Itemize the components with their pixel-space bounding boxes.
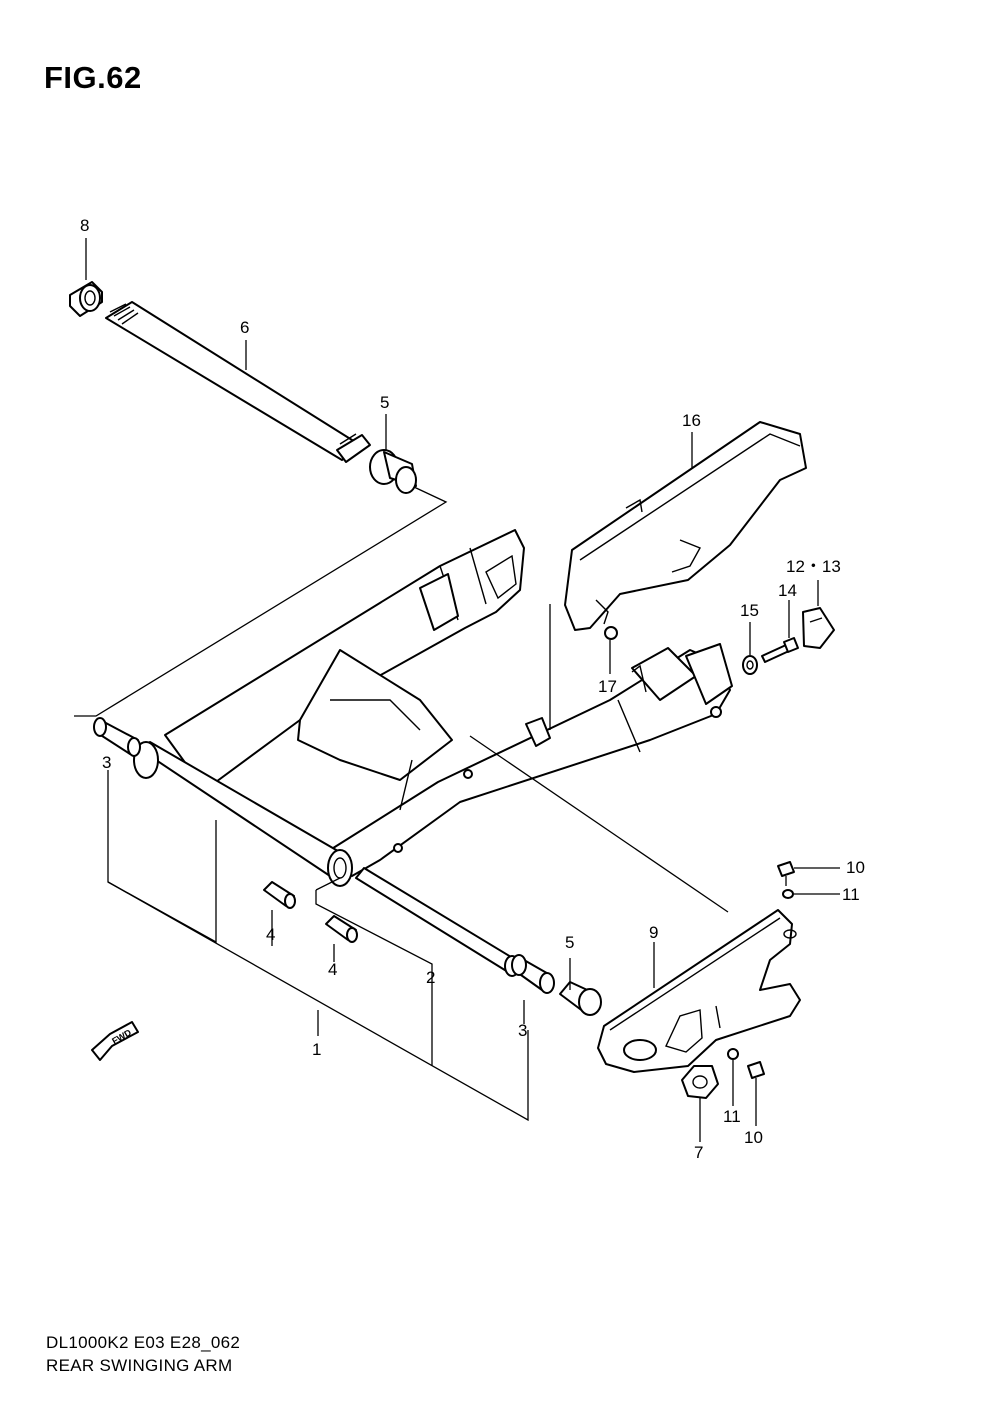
callout-1: 1	[312, 1040, 321, 1059]
part-3-bearing-right	[511, 954, 555, 994]
callout-9: 9	[649, 923, 658, 942]
part-14-bolt	[761, 600, 799, 663]
part-10-bolt-upper	[777, 861, 840, 886]
callout-12-13: 12・13	[786, 557, 841, 576]
callout-14: 14	[778, 581, 797, 600]
callout-7: 7	[694, 1143, 703, 1162]
callout-5: 5	[565, 933, 574, 952]
part-5-collar-lower	[559, 981, 602, 1016]
part-10-bolt-lower	[747, 1061, 765, 1126]
callout-16: 16	[682, 411, 701, 430]
callout-17: 17	[598, 677, 617, 696]
part-5-collar-upper	[369, 449, 417, 494]
part-4-bushing-a	[263, 881, 296, 909]
part-2-spacer	[355, 867, 520, 977]
callout-2: 2	[426, 968, 435, 987]
figure-title: FIG.62	[44, 60, 142, 95]
callout-8: 8	[80, 216, 89, 235]
diagram-name: REAR SWINGING ARM	[46, 1356, 233, 1375]
callout-3: 3	[518, 1021, 527, 1040]
callout-15: 15	[740, 601, 759, 620]
part-6-pivot-shaft	[105, 301, 371, 463]
callout-4: 4	[266, 925, 275, 944]
part-12-13-nut	[802, 580, 835, 649]
callout-labels: 8 6 5 16 12・13 14 15 17 3 10 11 4 4 9 5 …	[80, 216, 865, 1162]
part-1-swing-arm	[133, 529, 733, 887]
part-11-washer-lower	[727, 1048, 739, 1106]
callout-11: 11	[842, 885, 860, 904]
callout-5: 5	[380, 393, 389, 412]
part-9-bracket	[597, 909, 801, 1073]
part-8-lock-nut	[69, 281, 103, 317]
callout-10: 10	[846, 858, 865, 877]
fwd-arrow-icon: FWD	[91, 1021, 139, 1061]
part-15-washer	[742, 622, 758, 675]
callout-6: 6	[240, 318, 249, 337]
callout-4: 4	[328, 960, 337, 979]
part-11-washer-upper	[782, 889, 840, 899]
diagram-code: DL1000K2 E03 E28_062	[46, 1333, 241, 1352]
part-16-chain-case	[564, 421, 807, 631]
part-7-nut	[681, 1065, 719, 1142]
part-4-bushing-b	[325, 915, 358, 943]
callout-10: 10	[744, 1128, 763, 1147]
callout-3: 3	[102, 753, 111, 772]
assembly-lines	[74, 238, 729, 1122]
callout-11: 11	[723, 1107, 741, 1126]
part-3-bearing-left	[93, 717, 141, 757]
part-17-screw	[604, 626, 618, 674]
